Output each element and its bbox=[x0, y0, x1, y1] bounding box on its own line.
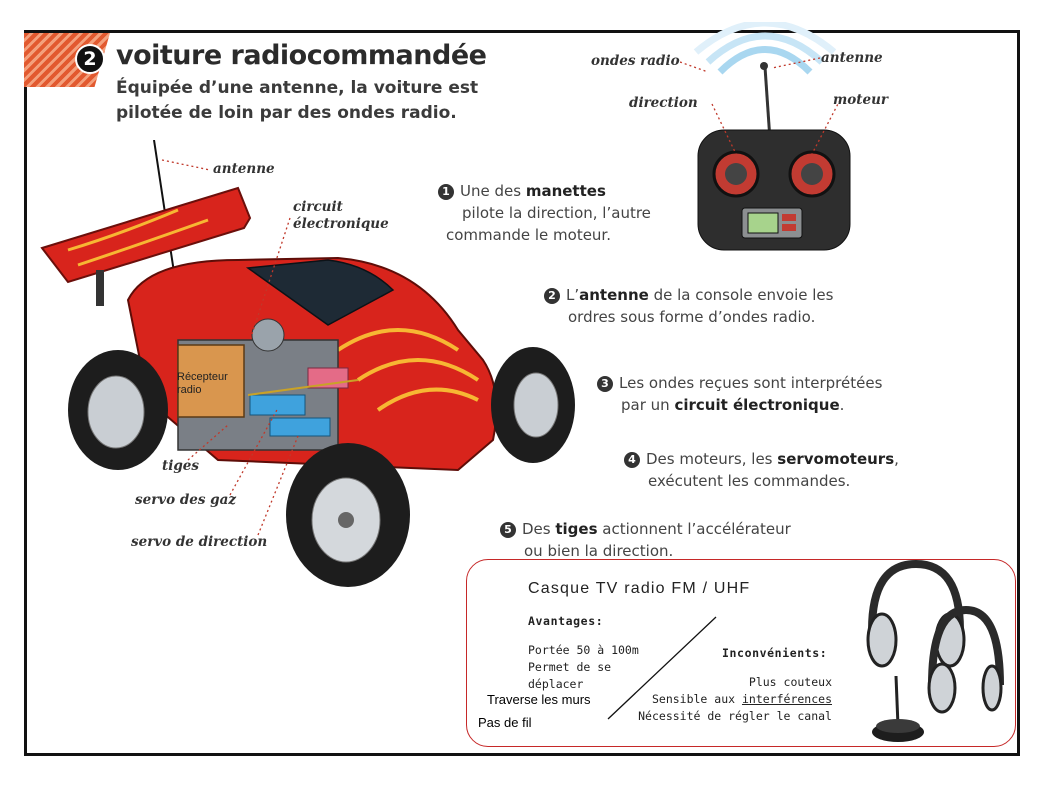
avantages-title: Avantages: bbox=[528, 614, 604, 628]
headphones-title: Casque TV radio FM / UHF bbox=[528, 580, 751, 597]
label-circuit-electronique: circuit électronique bbox=[293, 199, 389, 232]
inconvenient-item: Nécessité de régler le canal bbox=[638, 709, 832, 723]
remote-leader-lines bbox=[680, 57, 841, 155]
wheel-rear-left bbox=[68, 350, 168, 470]
inconvenients-list: Plus couteux Sensible aux interférences … bbox=[612, 674, 832, 725]
headphone-2 bbox=[927, 605, 1004, 714]
transmitter-base bbox=[872, 675, 924, 742]
section-number-badge: 2 bbox=[75, 44, 105, 74]
wheel-front-left bbox=[286, 443, 410, 587]
radio-waves bbox=[693, 22, 837, 75]
receiver-box bbox=[177, 344, 245, 418]
divider-slash bbox=[607, 616, 717, 720]
inconvenients-title: Inconvénients: bbox=[722, 646, 828, 660]
headphones-comparison-box bbox=[466, 559, 1016, 747]
label-servo-de-direction: servo de direction bbox=[131, 534, 268, 550]
label-moteur: moteur bbox=[833, 92, 889, 108]
remote-screen bbox=[747, 212, 779, 234]
pas-de-fil: Pas de fil bbox=[478, 715, 532, 730]
label-recepteur-radio: Récepteur radio bbox=[177, 371, 228, 396]
inconvenient-item: Plus couteux bbox=[748, 675, 832, 689]
car-windshield bbox=[245, 259, 395, 326]
label-direction: direction bbox=[629, 95, 698, 111]
headphones-illustration bbox=[866, 560, 1004, 742]
step-1-number: 1 bbox=[438, 184, 454, 200]
avantage-item: déplacer bbox=[528, 677, 584, 691]
inconvenient-item: Sensible aux interférences bbox=[651, 692, 832, 706]
step-2-number: 2 bbox=[544, 288, 560, 304]
step-3-number: 3 bbox=[597, 376, 613, 392]
label-antenne-remote: antenne bbox=[821, 50, 883, 66]
servo-blue-2 bbox=[269, 417, 331, 437]
wheel-front-right bbox=[491, 347, 575, 463]
label-tiges: tiges bbox=[162, 458, 199, 474]
avantages-list: Portée 50 à 100m Permet de se déplacer bbox=[528, 642, 639, 693]
avantage-item: Portée 50 à 100m bbox=[528, 643, 639, 657]
step-4-number: 4 bbox=[624, 452, 640, 468]
remote-antenna bbox=[763, 66, 772, 141]
page-subtitle: Équipée d’une antenne, la voiture est pi… bbox=[116, 78, 479, 123]
avantage-item: Permet de se bbox=[528, 660, 612, 674]
label-antenne-car: antenne bbox=[213, 161, 275, 177]
traverse-les-murs: Traverse les murs bbox=[487, 692, 591, 707]
label-ondes-radio: ondes radio bbox=[591, 53, 680, 69]
car-leader-lines bbox=[161, 159, 299, 536]
step-5-number: 5 bbox=[500, 522, 516, 538]
servo-blue-1 bbox=[249, 394, 306, 416]
page-title: voiture radiocommandée bbox=[116, 40, 487, 71]
remote-control-illustration bbox=[680, 22, 851, 251]
label-servo-des-gaz: servo des gaz bbox=[135, 492, 237, 508]
rc-car-illustration bbox=[40, 140, 575, 587]
